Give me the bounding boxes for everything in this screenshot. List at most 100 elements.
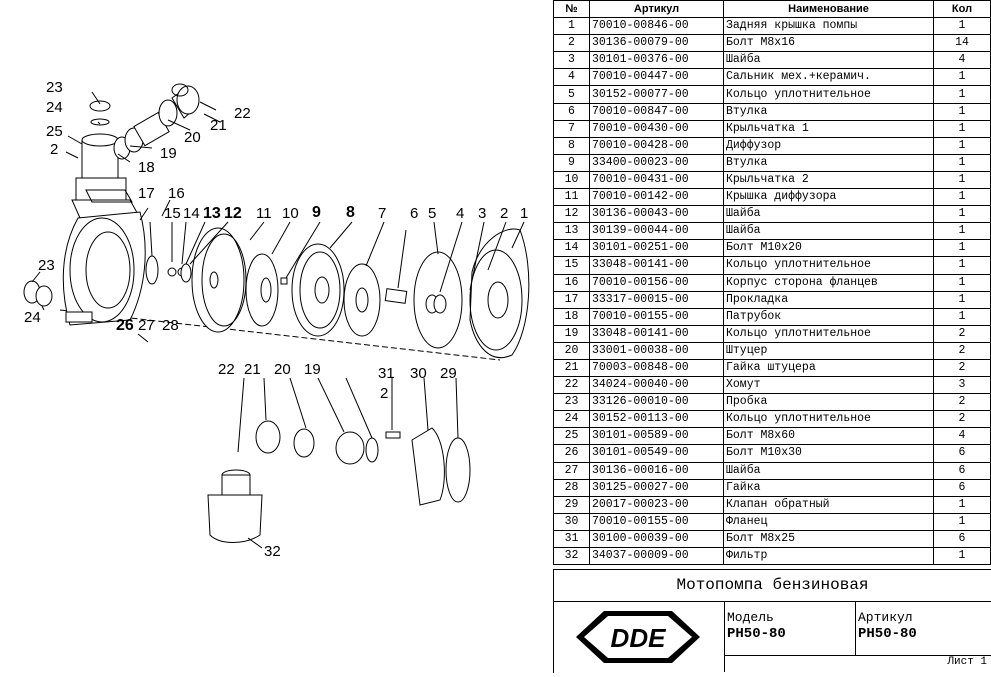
svg-text:27: 27 (138, 317, 155, 334)
row-num: 25 (553, 427, 590, 446)
model-cell: Модель PH50-80 (725, 602, 856, 656)
row-num: 15 (553, 256, 590, 275)
svg-text:1: 1 (520, 205, 528, 222)
svg-text:20: 20 (274, 361, 291, 378)
svg-text:12: 12 (224, 205, 242, 222)
svg-text:24: 24 (24, 309, 41, 326)
row-qty: 1 (933, 102, 991, 121)
svg-text:14: 14 (183, 205, 200, 222)
parts-table-header: № Артикул Наименование Кол (553, 0, 991, 19)
mechanical-seal (425, 294, 447, 314)
svg-text:11: 11 (256, 205, 272, 222)
row-name: Клапан обратный (723, 495, 934, 514)
row-name: Диффузор (723, 136, 934, 155)
svg-text:21: 21 (210, 117, 227, 134)
row-num: 32 (553, 546, 590, 566)
row-num: 21 (553, 358, 590, 378)
svg-text:8: 8 (346, 204, 355, 221)
svg-text:30: 30 (410, 365, 427, 382)
row-name: Болт M10x30 (723, 444, 934, 463)
row-qty: 1 (933, 495, 991, 514)
assembly-axis-line (59, 309, 501, 361)
svg-text:15: 15 (164, 205, 181, 222)
row-num: 18 (553, 307, 590, 326)
row-name: Кольцо уплотнительное (723, 410, 934, 429)
svg-text:22: 22 (218, 361, 235, 378)
row-name: Фланец (723, 512, 934, 531)
row-name: Болт M10x20 (723, 239, 934, 258)
logo-text: DDE (611, 623, 667, 653)
row-num: 30 (553, 512, 590, 531)
row-qty: 2 (933, 393, 991, 412)
row-article: 70010-00156-00 (589, 273, 724, 292)
row-qty: 1 (933, 136, 991, 155)
row-article: 30152-00113-00 (589, 410, 724, 429)
row-qty: 1 (933, 546, 991, 566)
row-num: 31 (553, 529, 590, 549)
header-num: № (553, 0, 590, 19)
row-article: 30136-00079-00 (589, 34, 724, 53)
row-qty: 1 (933, 239, 991, 258)
svg-text:26: 26 (116, 317, 134, 334)
row-num: 11 (553, 188, 590, 207)
row-article: 30139-00044-00 (589, 222, 724, 241)
row-num: 24 (553, 410, 590, 429)
drawing-title: Мотопомпа бензиновая (554, 570, 991, 602)
row-num: 17 (553, 290, 590, 309)
row-article: 70010-00430-00 (589, 119, 724, 138)
row-name: Втулка (723, 102, 934, 121)
row-name: Корпус сторона фланцев (723, 273, 934, 292)
model-label: Модель (727, 610, 774, 625)
svg-text:17: 17 (138, 185, 155, 202)
row-name: Задняя крышка помпы (723, 17, 934, 36)
row-qty: 2 (933, 341, 991, 360)
svg-text:2: 2 (380, 385, 388, 402)
svg-text:19: 19 (304, 361, 321, 378)
svg-text:23: 23 (38, 257, 55, 274)
row-article: 30101-00376-00 (589, 51, 724, 70)
svg-text:24: 24 (46, 99, 63, 116)
row-num: 7 (553, 119, 590, 138)
row-qty: 1 (933, 512, 991, 531)
row-name: Болт M8x60 (723, 427, 934, 446)
title-block: Мотопомпа бензиновая DDE Модель PH50-80 … (553, 569, 991, 673)
svg-text:18: 18 (138, 159, 155, 176)
row-article: 33048-00141-00 (589, 324, 724, 343)
seal-rings-and-washers (145, 255, 192, 285)
row-num: 19 (553, 324, 590, 343)
row-num: 3 (553, 51, 590, 70)
row-num: 4 (553, 68, 590, 87)
svg-text:29: 29 (440, 365, 457, 382)
svg-text:20: 20 (184, 129, 201, 146)
row-num: 12 (553, 205, 590, 224)
row-name: Гайка штуцера (723, 358, 934, 378)
svg-text:21: 21 (244, 361, 261, 378)
row-name: Кольцо уплотнительное (723, 256, 934, 275)
row-name: Патрубок (723, 307, 934, 326)
callout-labels: 23 24 25 2 18 19 20 21 22 17 16 15 14 13… (24, 79, 528, 560)
article-cell: Артикул PH50-80 (856, 602, 991, 656)
svg-text:16: 16 (168, 185, 185, 202)
row-qty: 1 (933, 307, 991, 326)
row-qty: 6 (933, 461, 991, 480)
row-qty: 1 (933, 85, 991, 104)
row-article: 70010-00428-00 (589, 136, 724, 155)
row-qty: 1 (933, 119, 991, 138)
row-qty: 1 (933, 205, 991, 224)
row-qty: 2 (933, 324, 991, 343)
row-name: Кольцо уплотнительное (723, 324, 934, 343)
row-article: 33400-00023-00 (589, 153, 724, 172)
row-name: Крыльчатка 2 (723, 170, 934, 190)
dde-logo: DDE (554, 602, 725, 672)
svg-text:10: 10 (282, 205, 299, 222)
row-qty: 1 (933, 256, 991, 275)
row-num: 9 (553, 153, 590, 172)
row-qty: 1 (933, 273, 991, 292)
